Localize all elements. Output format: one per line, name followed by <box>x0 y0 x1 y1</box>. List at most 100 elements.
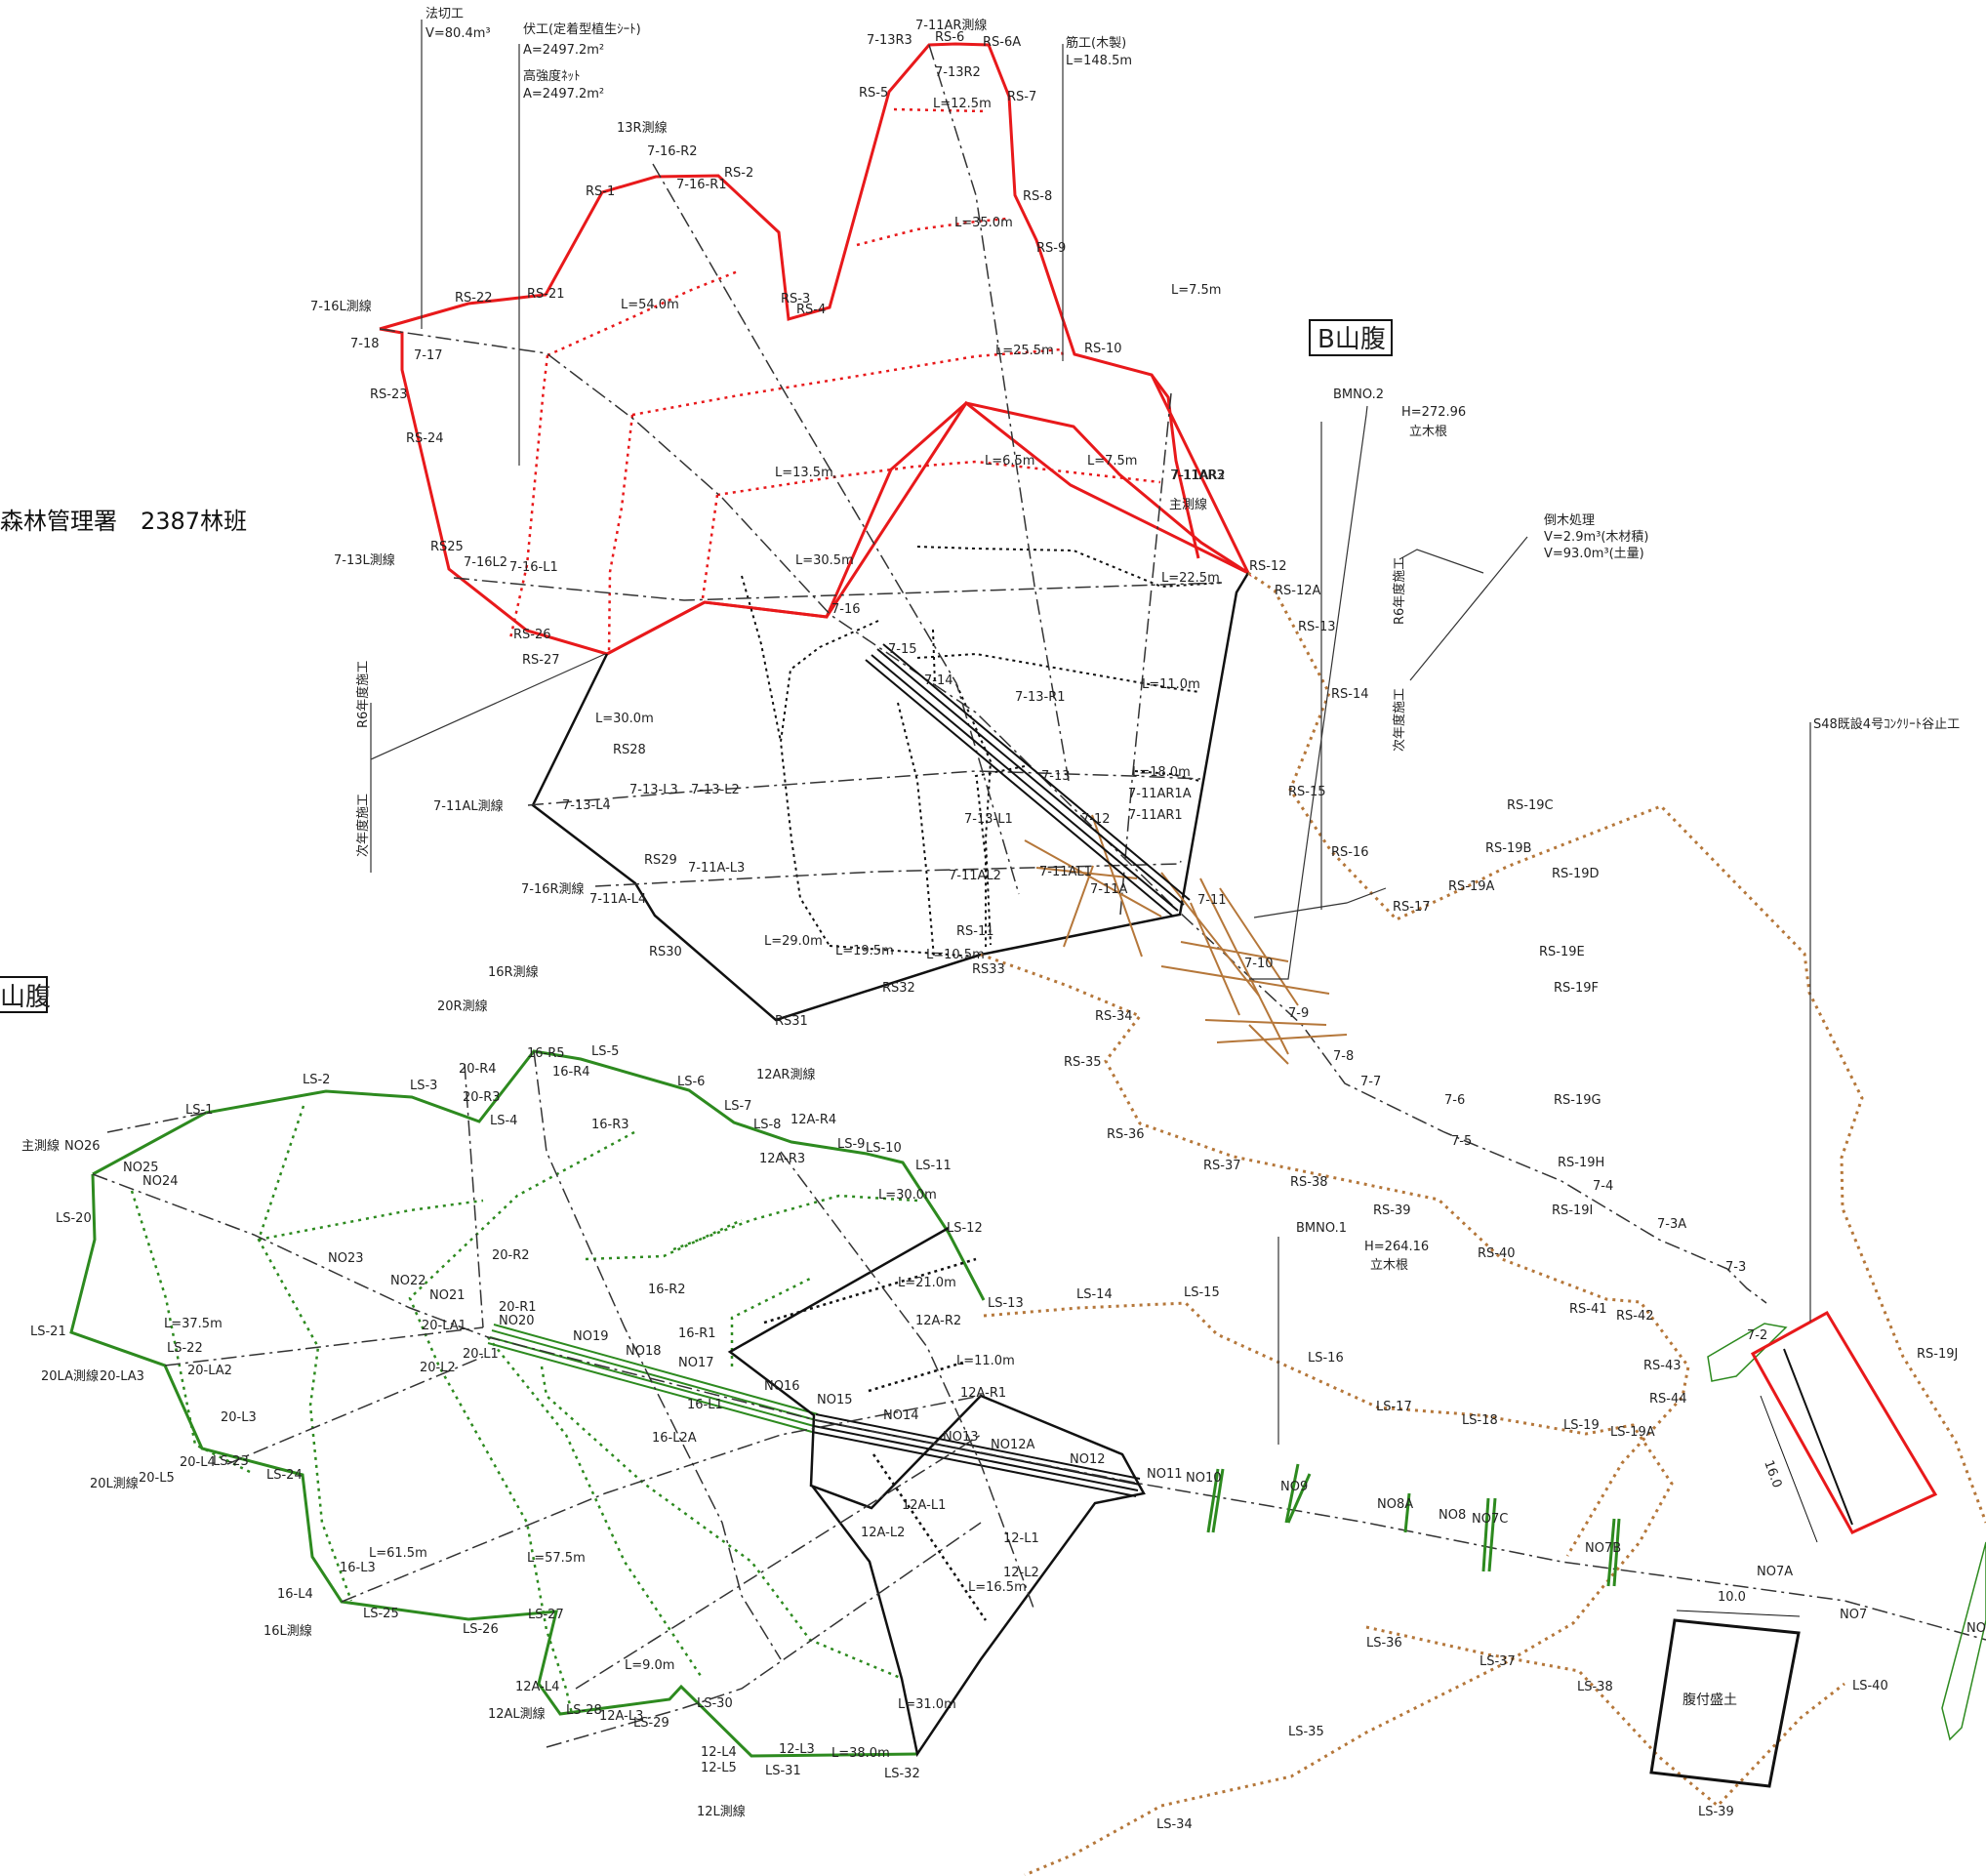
bm2-name: BMNO.2 <box>1333 387 1384 402</box>
a-black-boundary <box>727 1226 1146 1758</box>
point-label: L=13.5m <box>775 466 833 480</box>
point-label: RS-35 <box>1064 1055 1102 1070</box>
point-label: LS-2 <box>303 1073 330 1087</box>
point-label: 12A-R3 <box>759 1152 805 1166</box>
point-label: 12A-L3 <box>599 1709 643 1724</box>
point-label: L=25.5m <box>995 344 1054 358</box>
point-label: NO21 <box>429 1288 466 1303</box>
point-label: LS-40 <box>1852 1679 1888 1693</box>
point-label: LS-19A <box>1610 1425 1655 1440</box>
point-label: L=37.5m <box>164 1317 223 1331</box>
b-title-box <box>1309 319 1393 356</box>
point-label: NO12A <box>991 1438 1034 1452</box>
point-label: L=11.0m <box>1142 677 1200 692</box>
point-label: NO18 <box>626 1344 662 1359</box>
point-label: L=21.0m <box>898 1276 956 1290</box>
dim-line-16 <box>1760 1395 1818 1543</box>
point-label: 12L測線 <box>697 1804 746 1819</box>
point-label: 7-17 <box>414 348 443 363</box>
point-label: LS-16 <box>1308 1351 1344 1366</box>
point-label: RS-3 <box>781 292 810 306</box>
point-label: L=16.5m <box>968 1580 1027 1595</box>
point-label: 7-16L測線 <box>310 299 372 314</box>
point-label: 7-11A-L4 <box>589 892 646 907</box>
bm2-h: H=272.96 <box>1401 405 1466 420</box>
point-label: NO7A <box>1757 1565 1793 1579</box>
point-label: 7-11AL1 <box>1039 865 1092 879</box>
point-label: 主測線 <box>21 1138 60 1154</box>
point-label: L=38.0m <box>831 1746 890 1761</box>
point-label: RS-40 <box>1478 1246 1516 1261</box>
point-label: 7-16 <box>831 602 861 617</box>
point-label: 7-13R3 <box>867 33 912 48</box>
point-label: RS-37 <box>1203 1159 1241 1173</box>
point-label: 7-4 <box>1593 1179 1613 1194</box>
point-label: RS-17 <box>1393 900 1431 915</box>
bm1-desc: 立木根 <box>1370 1258 1408 1273</box>
point-label: 16-L4 <box>277 1587 313 1602</box>
point-label: LS-19 <box>1563 1418 1600 1433</box>
point-label: 7-11AL2 <box>949 869 1001 883</box>
point-label: 7-16L2 <box>464 555 507 570</box>
point-label: 12A-L4 <box>515 1680 559 1694</box>
point-label: LS-14 <box>1076 1287 1113 1302</box>
point-label: L=10.5m <box>926 948 985 962</box>
toboku-v2: V=93.0m³(土量) <box>1544 547 1644 561</box>
point-label: NO13 <box>943 1430 979 1445</box>
point-label: 7-5 <box>1451 1134 1472 1149</box>
point-label: RS-19J <box>1917 1347 1958 1362</box>
point-label: RS-8 <box>1023 189 1052 204</box>
point-label: L=57.5m <box>527 1551 586 1566</box>
point-label: NO16 <box>764 1379 800 1394</box>
point-label: 16L測線 <box>263 1623 312 1639</box>
point-label: LS-38 <box>1577 1680 1613 1694</box>
point-label: L=35.0m <box>954 216 1013 230</box>
a-boundary <box>92 1049 986 1301</box>
point-label: RS-36 <box>1107 1127 1145 1142</box>
point-label: L=30.0m <box>878 1188 937 1203</box>
next-left: 次年度施工 <box>355 794 371 857</box>
point-label: LS-11 <box>915 1159 952 1173</box>
point-label: 7-11A <box>1090 882 1128 897</box>
point-label: RS-5 <box>859 86 888 101</box>
point-label: LS-32 <box>884 1767 920 1781</box>
point-label: 7-14 <box>924 673 953 688</box>
point-label: 16-L2A <box>652 1431 697 1446</box>
point-label: RS-23 <box>370 387 408 402</box>
point-label: L=9.0m <box>625 1658 674 1673</box>
point-label: 12AR測線 <box>756 1067 815 1082</box>
point-label: 7-2 <box>1747 1328 1767 1343</box>
point-label: NO8 <box>1439 1508 1466 1523</box>
point-label: 7-13 <box>1041 769 1071 784</box>
point-label: RS32 <box>882 981 915 996</box>
point-label: 7-16-R2 <box>647 144 698 159</box>
point-label: 7-11AL測線 <box>433 798 504 814</box>
point-label: NO15 <box>817 1393 853 1407</box>
point-label: LS-28 <box>566 1703 602 1718</box>
point-label: RS-19F <box>1554 981 1599 996</box>
point-label: LS-39 <box>1698 1805 1734 1819</box>
net-title: 高強度ﾈｯﾄ <box>523 68 581 84</box>
a-dotted-lines <box>130 1105 918 1715</box>
point-label: 7-16-R1 <box>676 178 727 192</box>
point-label: NO12 <box>1070 1452 1106 1467</box>
fallen-trees <box>1024 814 1348 1065</box>
b-lower-boundary <box>531 572 1250 1022</box>
point-label: 13R測線 <box>617 120 668 136</box>
point-label: 7-18 <box>350 337 380 351</box>
a-channel-black <box>811 1413 1141 1497</box>
point-label: LS-29 <box>633 1716 669 1731</box>
a-ground-line2 <box>1365 1625 1845 1809</box>
point-label: NO7 <box>1840 1608 1867 1622</box>
point-label: L=54.0m <box>621 298 679 312</box>
fukutsuke-box <box>1649 1618 1801 1788</box>
point-label: 7-16R測線 <box>521 881 585 897</box>
point-label: RS-26 <box>513 628 551 642</box>
bm1-h: H=264.16 <box>1364 1240 1429 1254</box>
point-label: RS-15 <box>1288 785 1326 799</box>
point-label: RS-1 <box>586 184 615 199</box>
point-label: LS-34 <box>1156 1817 1193 1832</box>
point-label: RS31 <box>775 1014 808 1029</box>
point-label: 16-L1 <box>687 1398 723 1412</box>
